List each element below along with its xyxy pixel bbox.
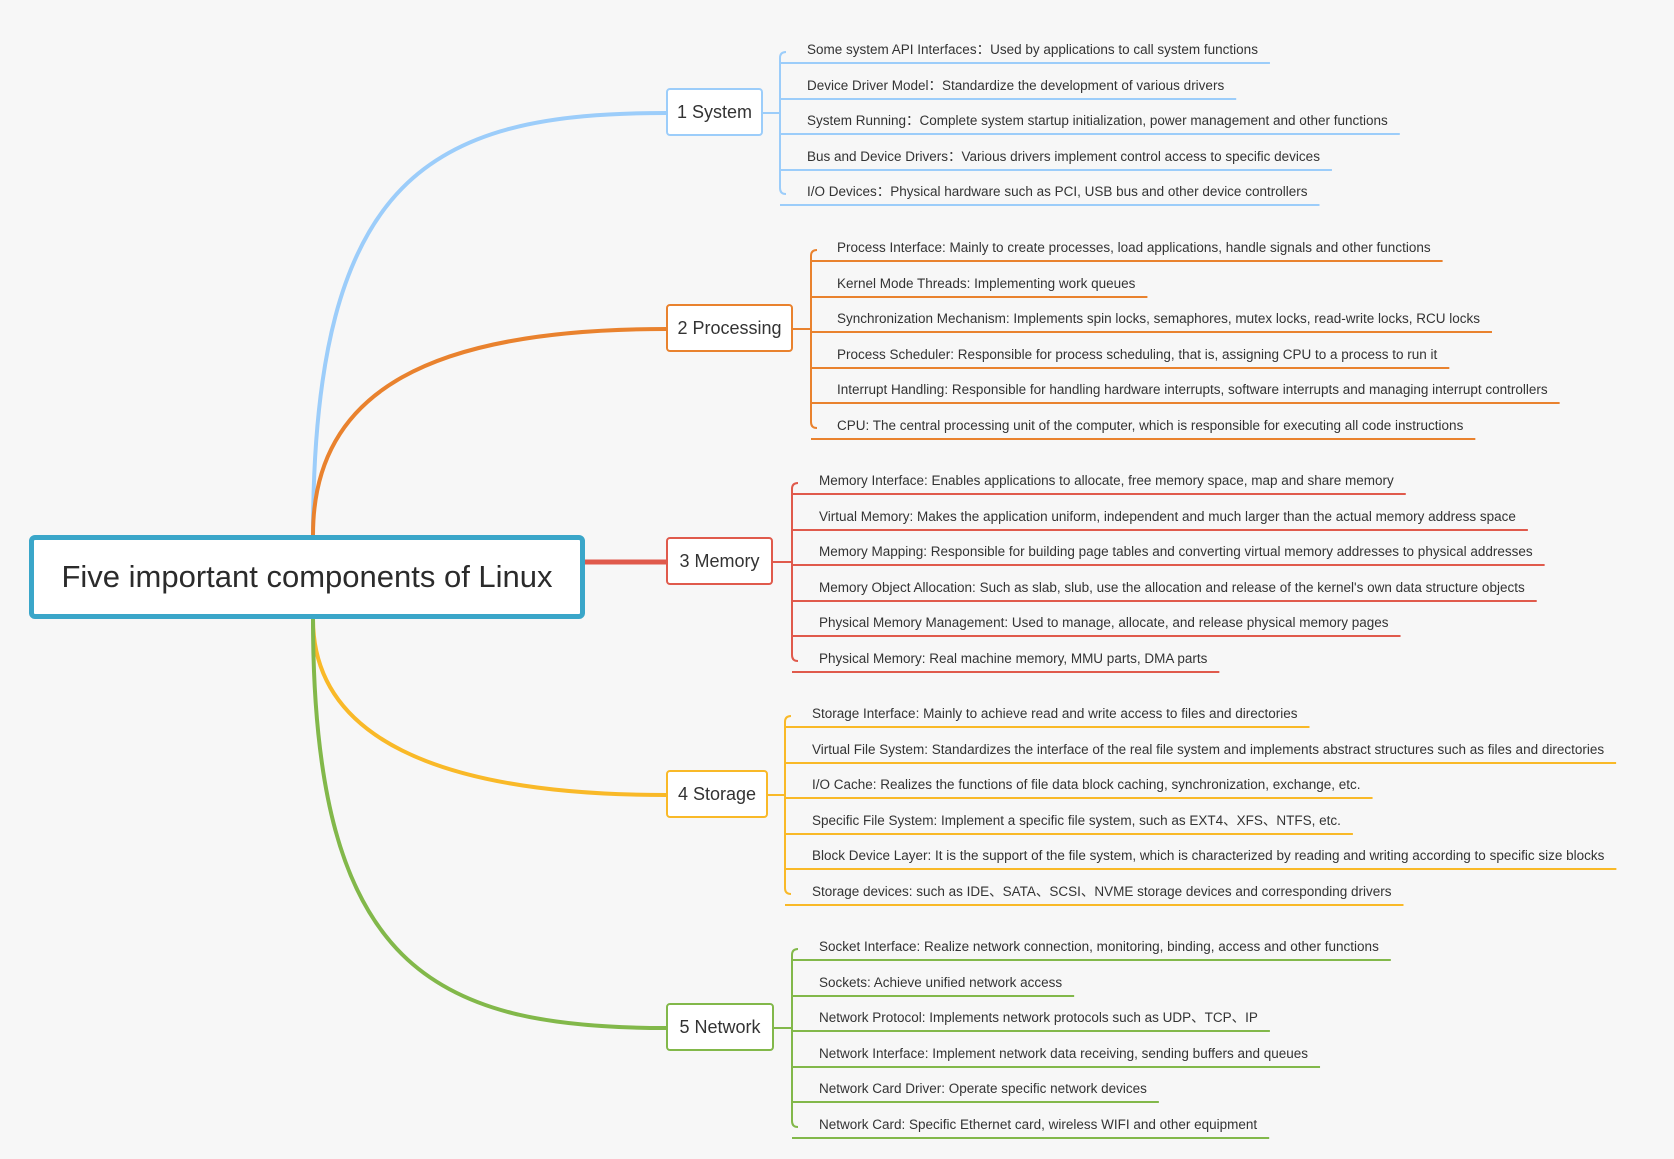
connector-processing bbox=[311, 327, 668, 537]
leaf-memory[interactable]: Virtual Memory: Makes the application un… bbox=[819, 509, 1516, 524]
leaf-processing[interactable]: Process Scheduler: Responsible for proce… bbox=[837, 347, 1438, 362]
leaf-memory[interactable]: Memory Interface: Enables applications t… bbox=[819, 473, 1394, 488]
branch-node-memory[interactable]: 3 Memory bbox=[666, 537, 773, 585]
leaf-storage[interactable]: I/O Cache: Realizes the functions of fil… bbox=[812, 777, 1361, 792]
branch-label: 2 Processing bbox=[677, 317, 782, 338]
bracket-storage bbox=[784, 715, 792, 895]
leaf-network[interactable]: Network Card Driver: Operate specific ne… bbox=[819, 1081, 1147, 1096]
branch-label: 4 Storage bbox=[677, 783, 757, 804]
bracket-memory bbox=[791, 482, 799, 662]
leaf-memory[interactable]: Memory Mapping: Responsible for building… bbox=[819, 544, 1533, 559]
leaf-system[interactable]: I/O Devices：Physical hardware such as PC… bbox=[807, 184, 1308, 199]
leaf-processing[interactable]: Process Interface: Mainly to create proc… bbox=[837, 240, 1431, 255]
branch-node-network[interactable]: 5 Network bbox=[666, 1003, 774, 1051]
leaf-processing[interactable]: Kernel Mode Threads: Implementing work q… bbox=[837, 276, 1136, 291]
branch-node-storage[interactable]: 4 Storage bbox=[666, 770, 768, 818]
branch-node-system[interactable]: 1 System bbox=[666, 88, 763, 136]
leaf-memory[interactable]: Physical Memory: Real machine memory, MM… bbox=[819, 651, 1208, 666]
bracket-network bbox=[791, 948, 799, 1128]
leaf-storage[interactable]: Virtual File System: Standardizes the in… bbox=[812, 742, 1605, 757]
root-topic[interactable]: Five important components of Linux bbox=[29, 535, 585, 619]
leaf-system[interactable]: Device Driver Model：Standardize the deve… bbox=[807, 78, 1225, 93]
leaf-memory[interactable]: Physical Memory Management: Used to mana… bbox=[819, 615, 1389, 630]
leaf-system[interactable]: System Running：Complete system startup i… bbox=[807, 113, 1388, 128]
leaf-processing[interactable]: Synchronization Mechanism: Implements sp… bbox=[837, 311, 1480, 326]
leaf-memory[interactable]: Memory Object Allocation: Such as slab, … bbox=[819, 580, 1525, 595]
branch-label: 3 Memory bbox=[679, 550, 760, 571]
bracket-processing bbox=[810, 249, 818, 429]
connector-system bbox=[311, 111, 668, 537]
leaf-network[interactable]: Socket Interface: Realize network connec… bbox=[819, 939, 1379, 954]
branch-node-processing[interactable]: 2 Processing bbox=[666, 304, 793, 352]
connector-network bbox=[311, 617, 668, 1030]
bracket-system bbox=[779, 51, 787, 195]
leaf-storage[interactable]: Specific File System: Implement a specif… bbox=[812, 813, 1341, 828]
leaf-network[interactable]: Network Card: Specific Ethernet card, wi… bbox=[819, 1117, 1258, 1132]
leaf-storage[interactable]: Storage Interface: Mainly to achieve rea… bbox=[812, 706, 1298, 721]
root-topic-label: Five important components of Linux bbox=[61, 559, 553, 594]
leaf-storage[interactable]: Block Device Layer: It is the support of… bbox=[812, 848, 1605, 863]
branch-label: 1 System bbox=[676, 101, 753, 122]
leaf-processing[interactable]: CPU: The central processing unit of the … bbox=[837, 418, 1464, 433]
leaf-system[interactable]: Some system API Interfaces：Used by appli… bbox=[807, 42, 1258, 57]
leaf-system[interactable]: Bus and Device Drivers：Various drivers i… bbox=[807, 149, 1320, 164]
leaf-network[interactable]: Network Protocol: Implements network pro… bbox=[819, 1010, 1258, 1025]
branch-label: 5 Network bbox=[679, 1016, 761, 1037]
leaf-network[interactable]: Network Interface: Implement network dat… bbox=[819, 1046, 1309, 1061]
leaf-storage[interactable]: Storage devices: such as IDE、SATA、SCSI、N… bbox=[812, 884, 1392, 899]
connector-storage bbox=[311, 617, 668, 797]
leaf-network[interactable]: Sockets: Achieve unified network access bbox=[819, 975, 1063, 990]
leaf-processing[interactable]: Interrupt Handling: Responsible for hand… bbox=[837, 382, 1548, 397]
